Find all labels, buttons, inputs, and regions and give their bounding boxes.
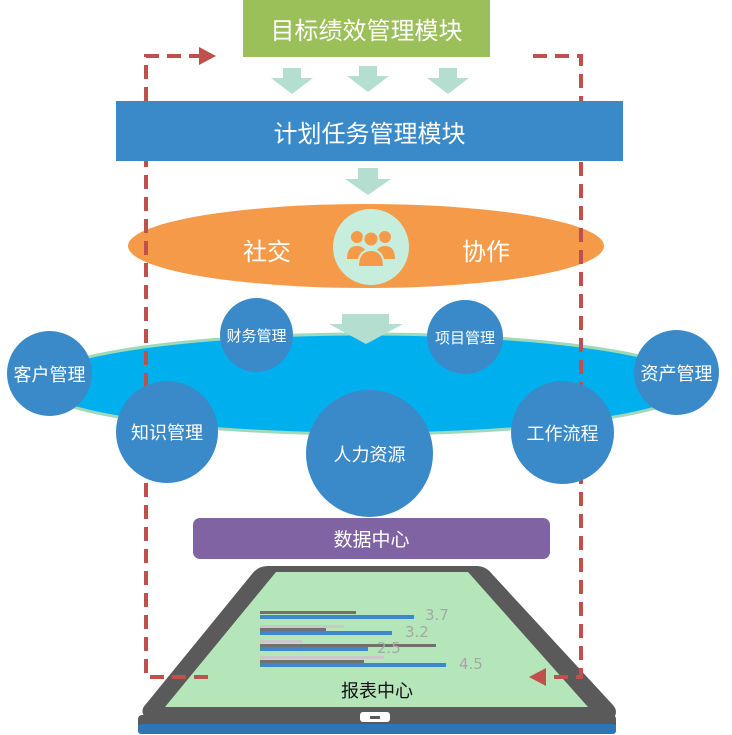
down-arrow-icon xyxy=(329,314,403,344)
tablet-device xyxy=(138,566,616,734)
module-project: 项目管理 xyxy=(427,300,503,374)
tablet-screen xyxy=(165,572,588,707)
report-value-2: 3.2 xyxy=(405,623,429,641)
module-asset: 资产管理 xyxy=(634,330,719,415)
down-arrow-icon xyxy=(347,66,389,92)
collaboration-label: 协作 xyxy=(462,238,510,266)
arrow-left-icon xyxy=(529,668,546,686)
module-knowledge: 知识管理 xyxy=(116,381,218,483)
goal-module-box: 目标绩效管理模块 xyxy=(243,0,490,57)
module-workflow: 工作流程 xyxy=(511,381,614,484)
data-center-box: 数据中心 xyxy=(193,518,550,559)
down-arrow-icon xyxy=(427,68,469,94)
plan-module-box: 计划任务管理模块 xyxy=(116,101,623,161)
social-label: 社交 xyxy=(243,238,291,266)
report-value-1: 3.7 xyxy=(425,606,449,624)
down-arrow-icon xyxy=(345,168,391,195)
report-value-4: 4.5 xyxy=(459,655,483,673)
arrow-right-icon xyxy=(199,47,216,65)
module-customer: 客户管理 xyxy=(7,331,92,416)
feedback-loop xyxy=(144,54,583,679)
report-value-3: 2.5 xyxy=(377,639,401,657)
down-arrow-icon xyxy=(271,68,313,94)
module-finance: 财务管理 xyxy=(220,298,293,372)
module-hr: 人力资源 xyxy=(306,390,433,517)
report-bars xyxy=(260,611,446,667)
people-group-icon xyxy=(333,209,409,285)
down-arrows-top xyxy=(271,66,469,195)
report-center-label: 报表中心 xyxy=(341,681,413,702)
